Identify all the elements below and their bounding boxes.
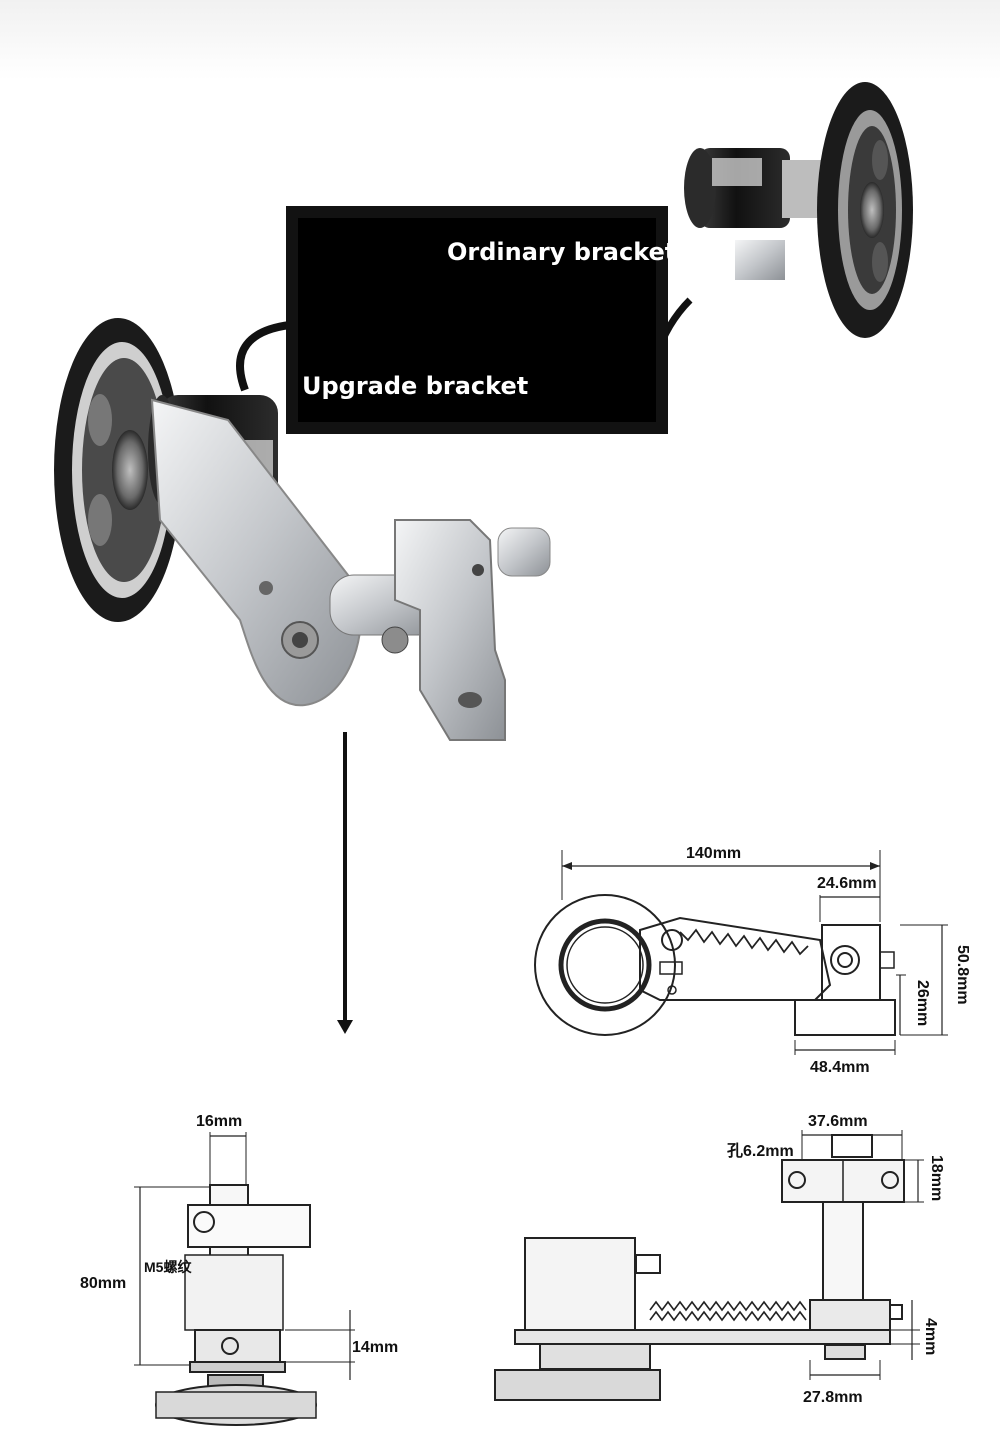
label-upgrade-bracket: Upgrade bracket [302,372,529,400]
dim-block-width: 37.6mm [808,1113,868,1130]
dim-height-80: 80mm [80,1275,127,1292]
dim-shaft-width: 16mm [196,1113,243,1130]
ordinary-bracket-assembly [648,82,913,432]
dim-block-height: 18mm [928,1155,945,1202]
label-ordinary-bracket: Ordinary bracket [447,238,677,266]
dim-foot: 27.8mm [803,1389,863,1406]
dim-width-140: 140mm [686,845,742,862]
dim-pivot-height: 26mm [914,980,931,1027]
down-arrow [337,732,353,1034]
top-view-drawing [534,850,948,1055]
dim-thread: M5螺纹 [144,1259,192,1275]
dim-base-width: 48.4mm [810,1059,870,1076]
callout-box [286,206,668,434]
encoder-cable-upgrade [236,321,291,392]
dim-collar: 14mm [352,1339,399,1356]
front-view-drawing [494,1130,924,1401]
dim-plate: 4mm [922,1318,939,1356]
top-gradient [0,0,1000,80]
dim-total-height: 50.8mm [954,945,971,1005]
side-view-drawing [134,1132,355,1426]
dim-hole: 孔6.2mm [727,1143,794,1160]
upgrade-bracket-assembly [54,318,551,741]
dim-screw-offset: 24.6mm [817,875,877,892]
bracket-ordinary [735,240,785,280]
